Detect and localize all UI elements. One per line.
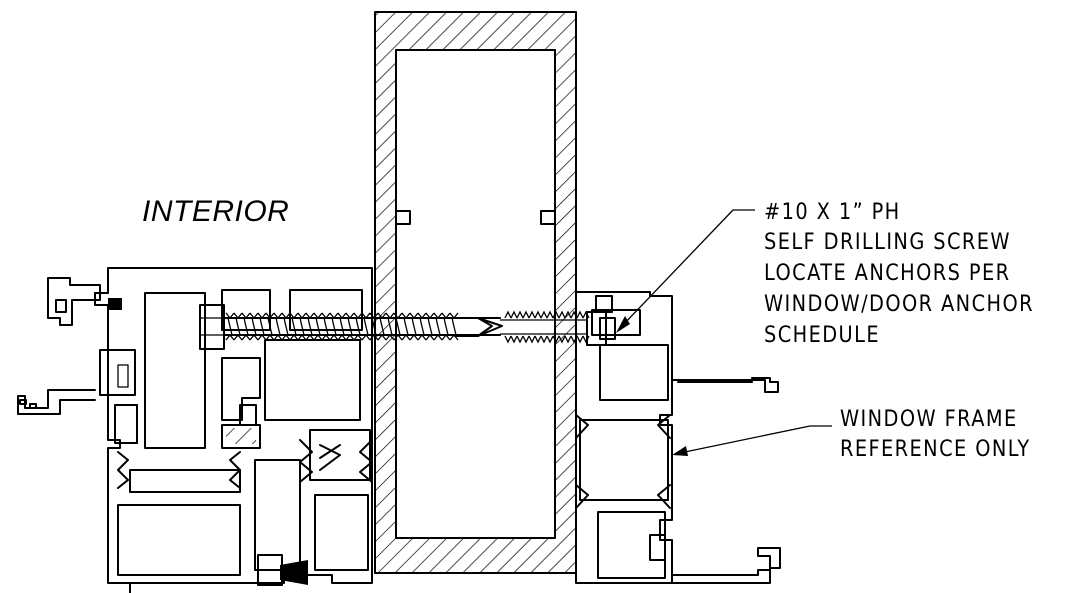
leaders bbox=[616, 209, 832, 456]
structural-tube bbox=[374, 11, 577, 574]
frame-note-line-1: WINDOW FRAME bbox=[840, 407, 1018, 432]
screw-threads bbox=[225, 310, 590, 344]
interior-label: INTERIOR bbox=[142, 195, 290, 228]
screw-note-line-1: #10 X 1” PH bbox=[764, 200, 901, 225]
screw-tip-shank bbox=[500, 319, 588, 335]
screw-note-line-2: SELF DRILLING SCREW bbox=[764, 230, 1011, 255]
right-frame-extrusion bbox=[575, 291, 781, 584]
left-frame-extrusion bbox=[17, 267, 373, 593]
screw-note-line-4: WINDOW/DOOR ANCHOR bbox=[764, 292, 1034, 317]
screw-note-line-5: SCHEDULE bbox=[764, 323, 880, 348]
screw-note-line-3: LOCATE ANCHORS PER bbox=[764, 261, 1011, 286]
frame-note-line-2: REFERENCE ONLY bbox=[840, 437, 1031, 462]
self-drilling-screw bbox=[199, 304, 616, 350]
